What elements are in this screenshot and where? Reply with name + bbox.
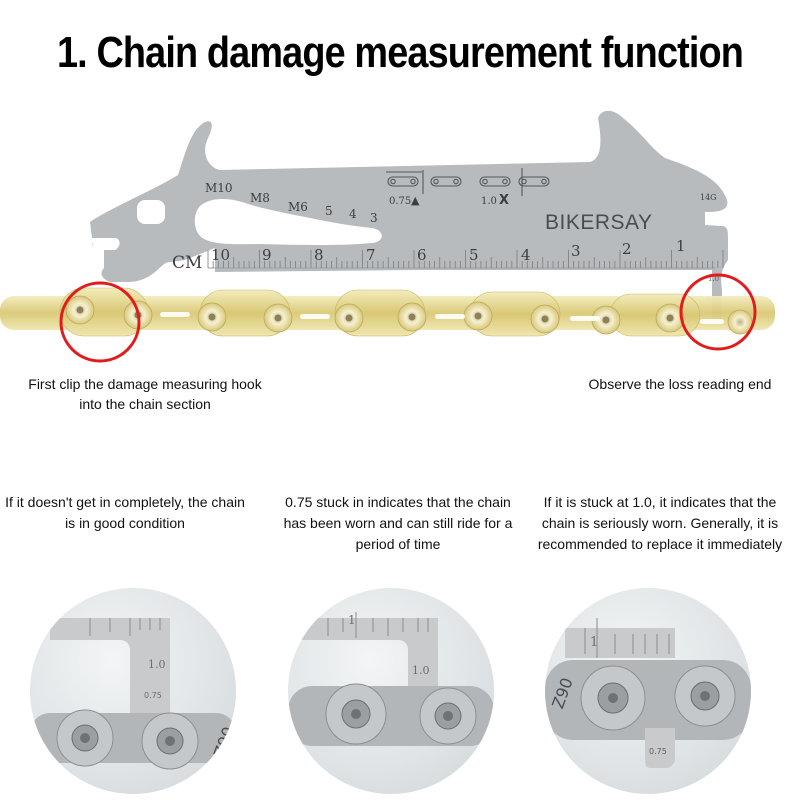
photo-worn-10: 1 0.75 Z90 [545, 588, 751, 794]
wrench-size: 3 [370, 211, 378, 225]
unit-label: CM [172, 253, 202, 273]
gauge-mark-value: 1.0 [481, 196, 497, 207]
photo-worn-075: 1 1.0 [288, 588, 494, 794]
ruler-number: 2 [622, 240, 632, 258]
page-title: 1. Chain damage measurement function [56, 28, 744, 77]
wrench-size: 4 [349, 207, 357, 221]
ruler-number: 4 [521, 246, 531, 264]
chain-checker-tool: CM 10 9 8 7 6 5 4 3 2 1 M10 M8 M6 5 4 3 [90, 110, 728, 322]
gauge-label: 1.0 [148, 658, 166, 671]
wrench-size: M6 [288, 200, 308, 214]
caption-observe-reading: Observe the loss reading end [588, 376, 772, 392]
ruler-number: 5 [469, 246, 479, 264]
ruler-number: 8 [314, 246, 324, 264]
chain-gauge-icon [386, 168, 550, 196]
ruler-number: 9 [262, 246, 272, 264]
triangle-icon: ▲ [411, 194, 420, 207]
ruler-number: 7 [366, 246, 376, 264]
weight-mark: 14G [700, 193, 717, 202]
gauge-label: 0.75 [144, 691, 162, 700]
gauge-label: 0.75 [649, 747, 667, 756]
wrench-size: M10 [205, 181, 233, 195]
ruler-number: 3 [571, 242, 581, 260]
highlight-circle-reading [679, 273, 757, 351]
ruler-number: 6 [417, 246, 427, 264]
wrench-size: M8 [250, 191, 270, 205]
wrench-size: 5 [325, 204, 333, 218]
gauge-mark-value: 0.75 [389, 196, 411, 207]
photo-good-condition: 1.0 0.75 Z90 [30, 588, 236, 794]
caption-clip-hook: First clip the damage measuring hook int… [28, 376, 262, 412]
step-worn-10: If it is stuck at 1.0, it indicates that… [537, 494, 783, 552]
step-good-condition: If it doesn't get in completely, the cha… [5, 494, 245, 531]
x-mark-icon: X [499, 193, 509, 208]
step-worn-075: 0.75 stuck in indicates that the chain h… [283, 494, 513, 552]
ruler-number: 10 [211, 246, 230, 264]
ruler-number: 1 [676, 237, 686, 255]
highlight-circle-hook [59, 281, 141, 363]
gauge-label: 1 [590, 635, 598, 650]
gold-chain [0, 287, 775, 337]
brand-logo: BIKERSAY [545, 211, 652, 234]
gauge-label: 1.0 [412, 664, 430, 677]
gauge-label: 1 [348, 613, 356, 627]
tip-label-upper: 1.0 [708, 275, 719, 283]
hero-illustration: CM 10 9 8 7 6 5 4 3 2 1 M10 M8 M6 5 4 3 [0, 100, 800, 370]
